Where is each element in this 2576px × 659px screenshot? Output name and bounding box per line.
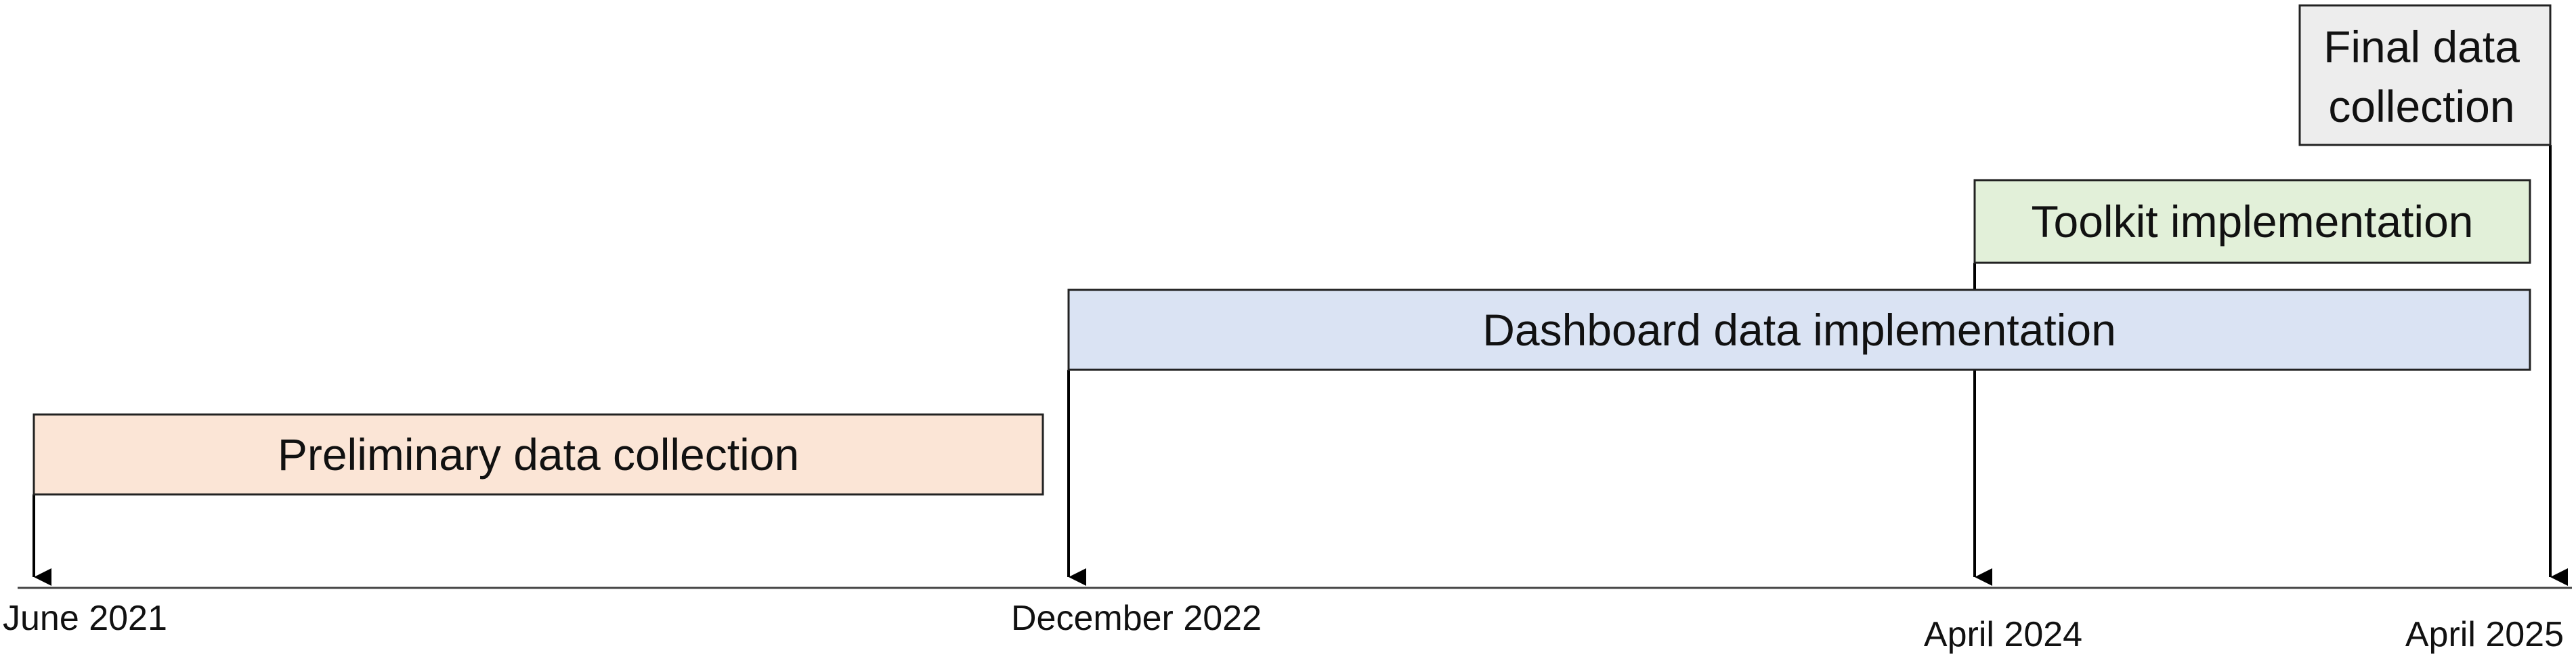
phase-box-toolkit [1973, 179, 2531, 264]
phase-box-final [2298, 4, 2552, 146]
date-label-june-2021: June 2021 [3, 599, 167, 638]
phase-box-dashboard [1067, 289, 2531, 371]
phase-label-toolkit: Toolkit implementation [2032, 196, 2474, 247]
date-label-april-2025: April 2025 [2405, 615, 2564, 654]
phase-label-dashboard: Dashboard data implementation [1482, 305, 2116, 355]
phase-toolkit-implementation: Toolkit implementation [1973, 179, 2531, 264]
phase-preliminary-data-collection: Preliminary data collection [33, 413, 1044, 496]
phase-box-preliminary [33, 413, 1044, 496]
phase-label-final-line-2: collection [2328, 81, 2514, 131]
phase-dashboard-data-implementation: Dashboard data implementation [1067, 289, 2531, 371]
phase-label-preliminary: Preliminary data collection [278, 429, 799, 480]
phase-final-data-collection: Final data collection [2298, 4, 2552, 146]
date-label-april-2024: April 2024 [1924, 615, 2082, 654]
phase-label-final-line-1: Final data [2323, 22, 2520, 72]
date-label-december-2022: December 2022 [1011, 599, 1262, 638]
